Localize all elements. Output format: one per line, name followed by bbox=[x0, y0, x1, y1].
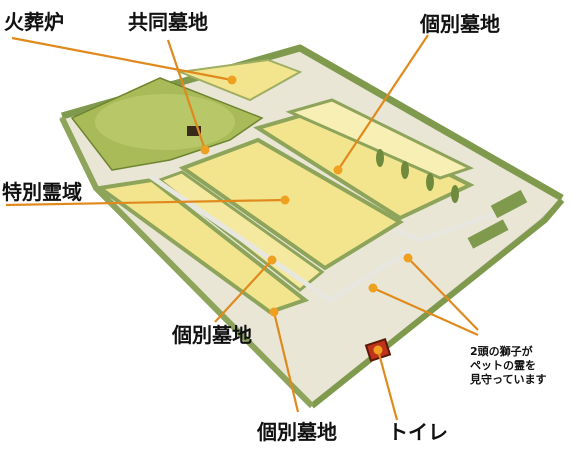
field-individual-top-upper bbox=[285, 98, 474, 180]
mound-shading bbox=[95, 94, 235, 150]
leader-individual-middle bbox=[214, 259, 273, 323]
leader-lines bbox=[5, 34, 479, 421]
label-individual-grave-middle: 個別墓地 bbox=[172, 323, 252, 347]
path-main bbox=[148, 173, 412, 303]
leader-common-grave bbox=[166, 39, 207, 151]
hedge-block-1 bbox=[490, 189, 528, 219]
leader-individual-top bbox=[337, 34, 429, 171]
path-right bbox=[394, 202, 521, 243]
leader-special-area bbox=[5, 198, 286, 207]
leader-lion-1 bbox=[407, 257, 479, 331]
label-common-grave: 共同墓地 bbox=[128, 10, 208, 34]
lion-note: 2頭の獅子が ペットの霊を 見守っています bbox=[470, 345, 546, 387]
tree-row bbox=[376, 149, 459, 203]
leader-toilet bbox=[376, 349, 399, 421]
crematorium-building bbox=[187, 126, 201, 136]
field-special-area bbox=[178, 137, 404, 271]
leader-dots bbox=[200, 75, 413, 355]
leader-individual-bottom bbox=[272, 311, 300, 413]
label-toilet: トイレ bbox=[388, 420, 448, 444]
lion-note-line-3: 見守っています bbox=[470, 373, 547, 386]
leader-lion-2 bbox=[372, 286, 479, 337]
lion-note-line-1: 2頭の獅子が bbox=[470, 345, 533, 358]
hedge-border-left bbox=[59, 116, 315, 409]
label-individual-grave-top: 個別墓地 bbox=[420, 12, 500, 36]
label-special-area: 特別霊域 bbox=[2, 180, 82, 204]
label-crematorium: 火葬炉 bbox=[4, 10, 64, 34]
hedge-border-right bbox=[310, 198, 565, 409]
field-top-left bbox=[176, 58, 303, 102]
hedge-block-2 bbox=[467, 219, 509, 249]
label-individual-grave-bottom: 個別墓地 bbox=[257, 420, 337, 444]
lion-note-line-2: ペットの霊を bbox=[470, 359, 536, 372]
leader-crematorium bbox=[11, 36, 233, 82]
